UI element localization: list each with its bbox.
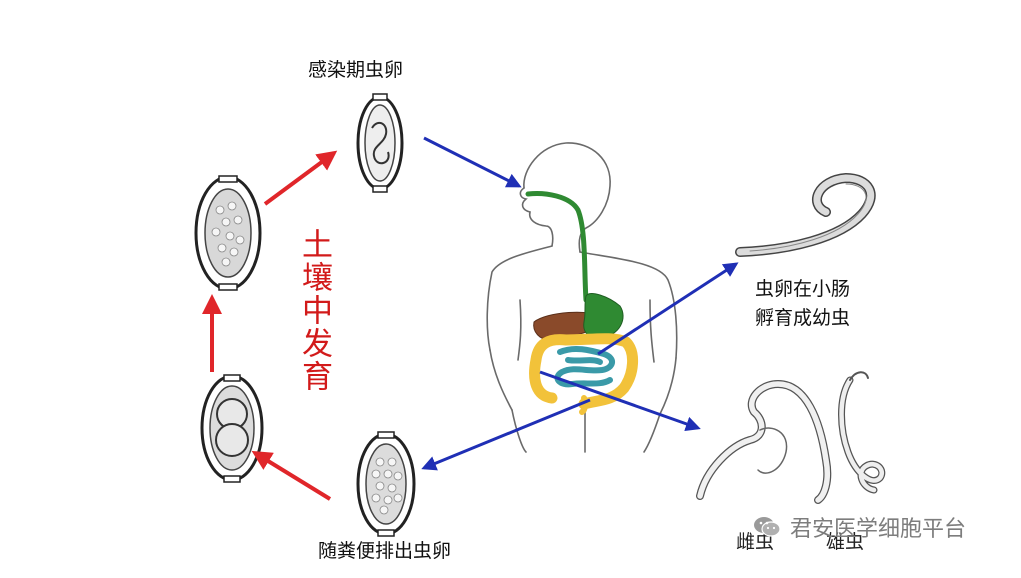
label-female-worm: 雌虫 — [736, 531, 775, 553]
female-worm-icon — [696, 379, 832, 504]
arrow-infective-to-mouth — [423, 136, 522, 188]
male-worm-icon — [838, 371, 886, 494]
label-male-worm: 雄虫 — [826, 531, 865, 553]
arrow-intestine-to-larva — [597, 262, 739, 356]
esophagus — [525, 191, 589, 303]
arrow-developing-to-infective — [263, 150, 338, 206]
watermark: 君安医学细胞平台 — [752, 510, 966, 544]
larva-icon — [735, 172, 876, 257]
stomach — [583, 293, 624, 339]
infective-egg-icon — [356, 93, 404, 193]
developing-egg-icon — [194, 175, 262, 291]
arrow-body-to-passed-egg — [421, 398, 591, 471]
label-eggs-passed: 随粪便排出虫卵 — [318, 540, 452, 562]
label-infective-egg: 感染期虫卵 — [308, 59, 404, 81]
arrow-intestine-to-adults — [539, 370, 701, 432]
passed-egg-icon — [356, 431, 416, 537]
arrow-passed-to-twocell — [251, 450, 332, 501]
label-hatch-line2: 孵育成幼虫 — [755, 307, 851, 329]
red-arrows — [202, 150, 338, 501]
label-soil-development: 土壤中发育 — [296, 228, 332, 393]
large-intestine — [529, 333, 638, 410]
two-cell-egg-icon — [200, 374, 264, 483]
wechat-icon — [754, 517, 781, 537]
label-hatch-line1: 虫卵在小肠 — [755, 278, 851, 300]
small-intestine — [554, 345, 615, 388]
blue-arrows — [421, 136, 739, 471]
watermark-text: 君安医学细胞平台 — [790, 517, 967, 542]
